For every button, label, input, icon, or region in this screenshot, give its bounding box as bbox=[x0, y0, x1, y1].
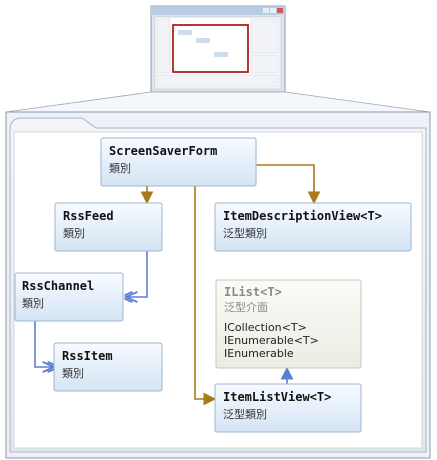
interface-box-ilist[interactable]: IList<T> 泛型介面 ICollection<T> IEnumerable… bbox=[215, 279, 362, 369]
close-icon bbox=[277, 8, 283, 13]
class-box-screensaverform[interactable]: ScreenSaverForm 類別 bbox=[100, 137, 257, 187]
class-box-itemlistview[interactable]: ItemListView<T> 泛型類別 bbox=[214, 383, 362, 433]
class-kind: 泛型類別 bbox=[223, 226, 267, 240]
interface-name: IList<T> bbox=[224, 285, 282, 299]
class-box-rssitem[interactable]: RssItem 類別 bbox=[53, 342, 163, 392]
interface-member: IEnumerable<T> bbox=[224, 334, 319, 347]
class-box-rssfeed[interactable]: RssFeed 類別 bbox=[54, 202, 163, 252]
overview-thumbnail bbox=[150, 5, 286, 93]
class-kind: 類別 bbox=[62, 367, 84, 380]
class-name: RssItem bbox=[62, 349, 113, 363]
class-name: RssFeed bbox=[63, 209, 114, 223]
class-kind: 類別 bbox=[22, 297, 44, 310]
class-kind: 類別 bbox=[63, 227, 85, 240]
class-name: RssChannel bbox=[22, 279, 94, 293]
connectors bbox=[34, 164, 321, 406]
collection-rsschannel-rssitem bbox=[34, 321, 54, 367]
class-kind: 泛型類別 bbox=[223, 407, 267, 421]
interface-member: IEnumerable bbox=[224, 347, 294, 360]
association-screensaverform-itemlistview bbox=[194, 186, 217, 406]
class-name: ItemDescriptionView<T> bbox=[223, 209, 382, 223]
class-name: ItemListView<T> bbox=[223, 390, 331, 404]
class-box-rsschannel[interactable]: RssChannel 類別 bbox=[14, 272, 124, 322]
collection-rssfeed-rsschannel bbox=[126, 251, 148, 297]
class-box-itemdescriptionview[interactable]: ItemDescriptionView<T> 泛型類別 bbox=[214, 202, 412, 252]
minimize-icon bbox=[263, 8, 269, 13]
class-kind: 類別 bbox=[109, 162, 131, 175]
class-name: ScreenSaverForm bbox=[109, 144, 217, 158]
interface-kind: 泛型介面 bbox=[224, 300, 268, 314]
zoom-projection bbox=[5, 91, 431, 113]
maximize-icon bbox=[270, 8, 276, 13]
association-screensaverform-itemdescriptionview bbox=[256, 164, 321, 205]
interface-member: ICollection<T> bbox=[224, 321, 307, 334]
